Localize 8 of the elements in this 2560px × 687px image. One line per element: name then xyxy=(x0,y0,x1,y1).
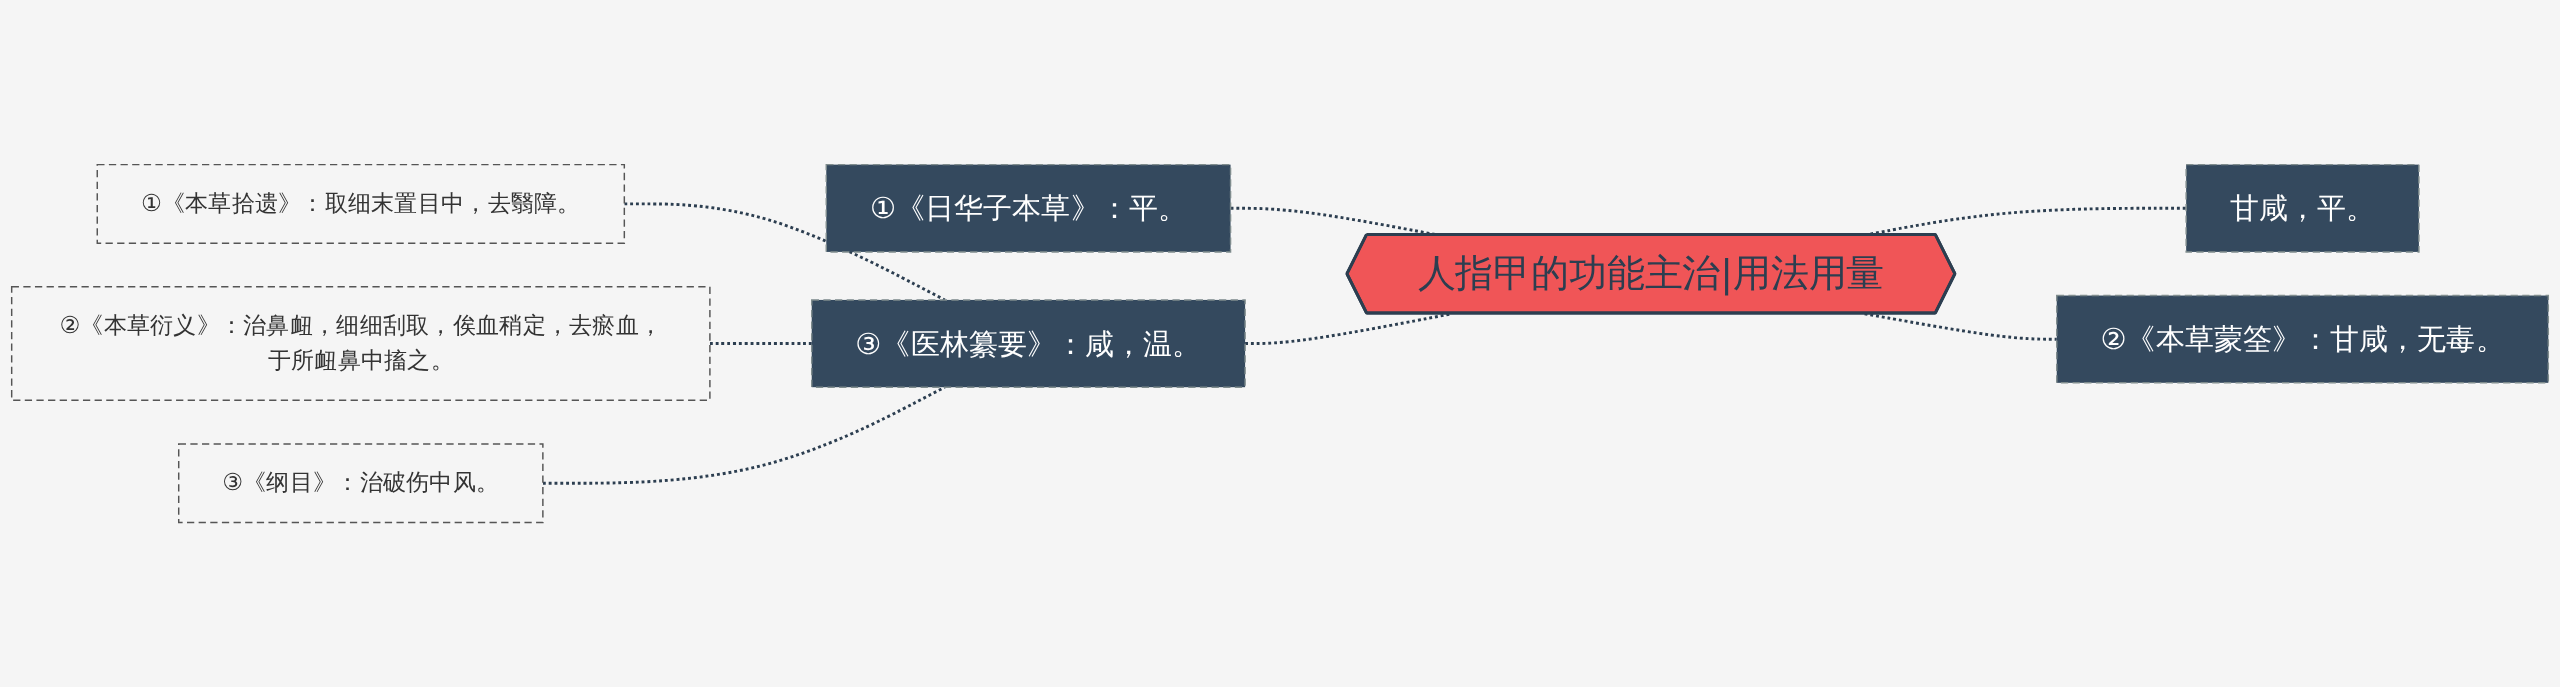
node-box: 甘咸，平。 xyxy=(2185,163,2420,253)
node-box: ②《本草蒙筌》：甘咸，无毒。 xyxy=(2056,294,2550,384)
node-box: ②《本草衍义》：治鼻衄，细细刮取，俟血稍定，去瘀血，于所衄鼻中搐之。 xyxy=(10,286,711,401)
node-box: ③《纲目》：治破伤中风。 xyxy=(178,443,544,524)
node-box: ①《日华子本草》：平。 xyxy=(825,163,1232,253)
node-box: ③《医林纂要》：咸，温。 xyxy=(811,299,1246,388)
node-box: ①《本草拾遗》：取细末置目中，去翳障。 xyxy=(96,163,626,244)
connector xyxy=(709,342,812,345)
